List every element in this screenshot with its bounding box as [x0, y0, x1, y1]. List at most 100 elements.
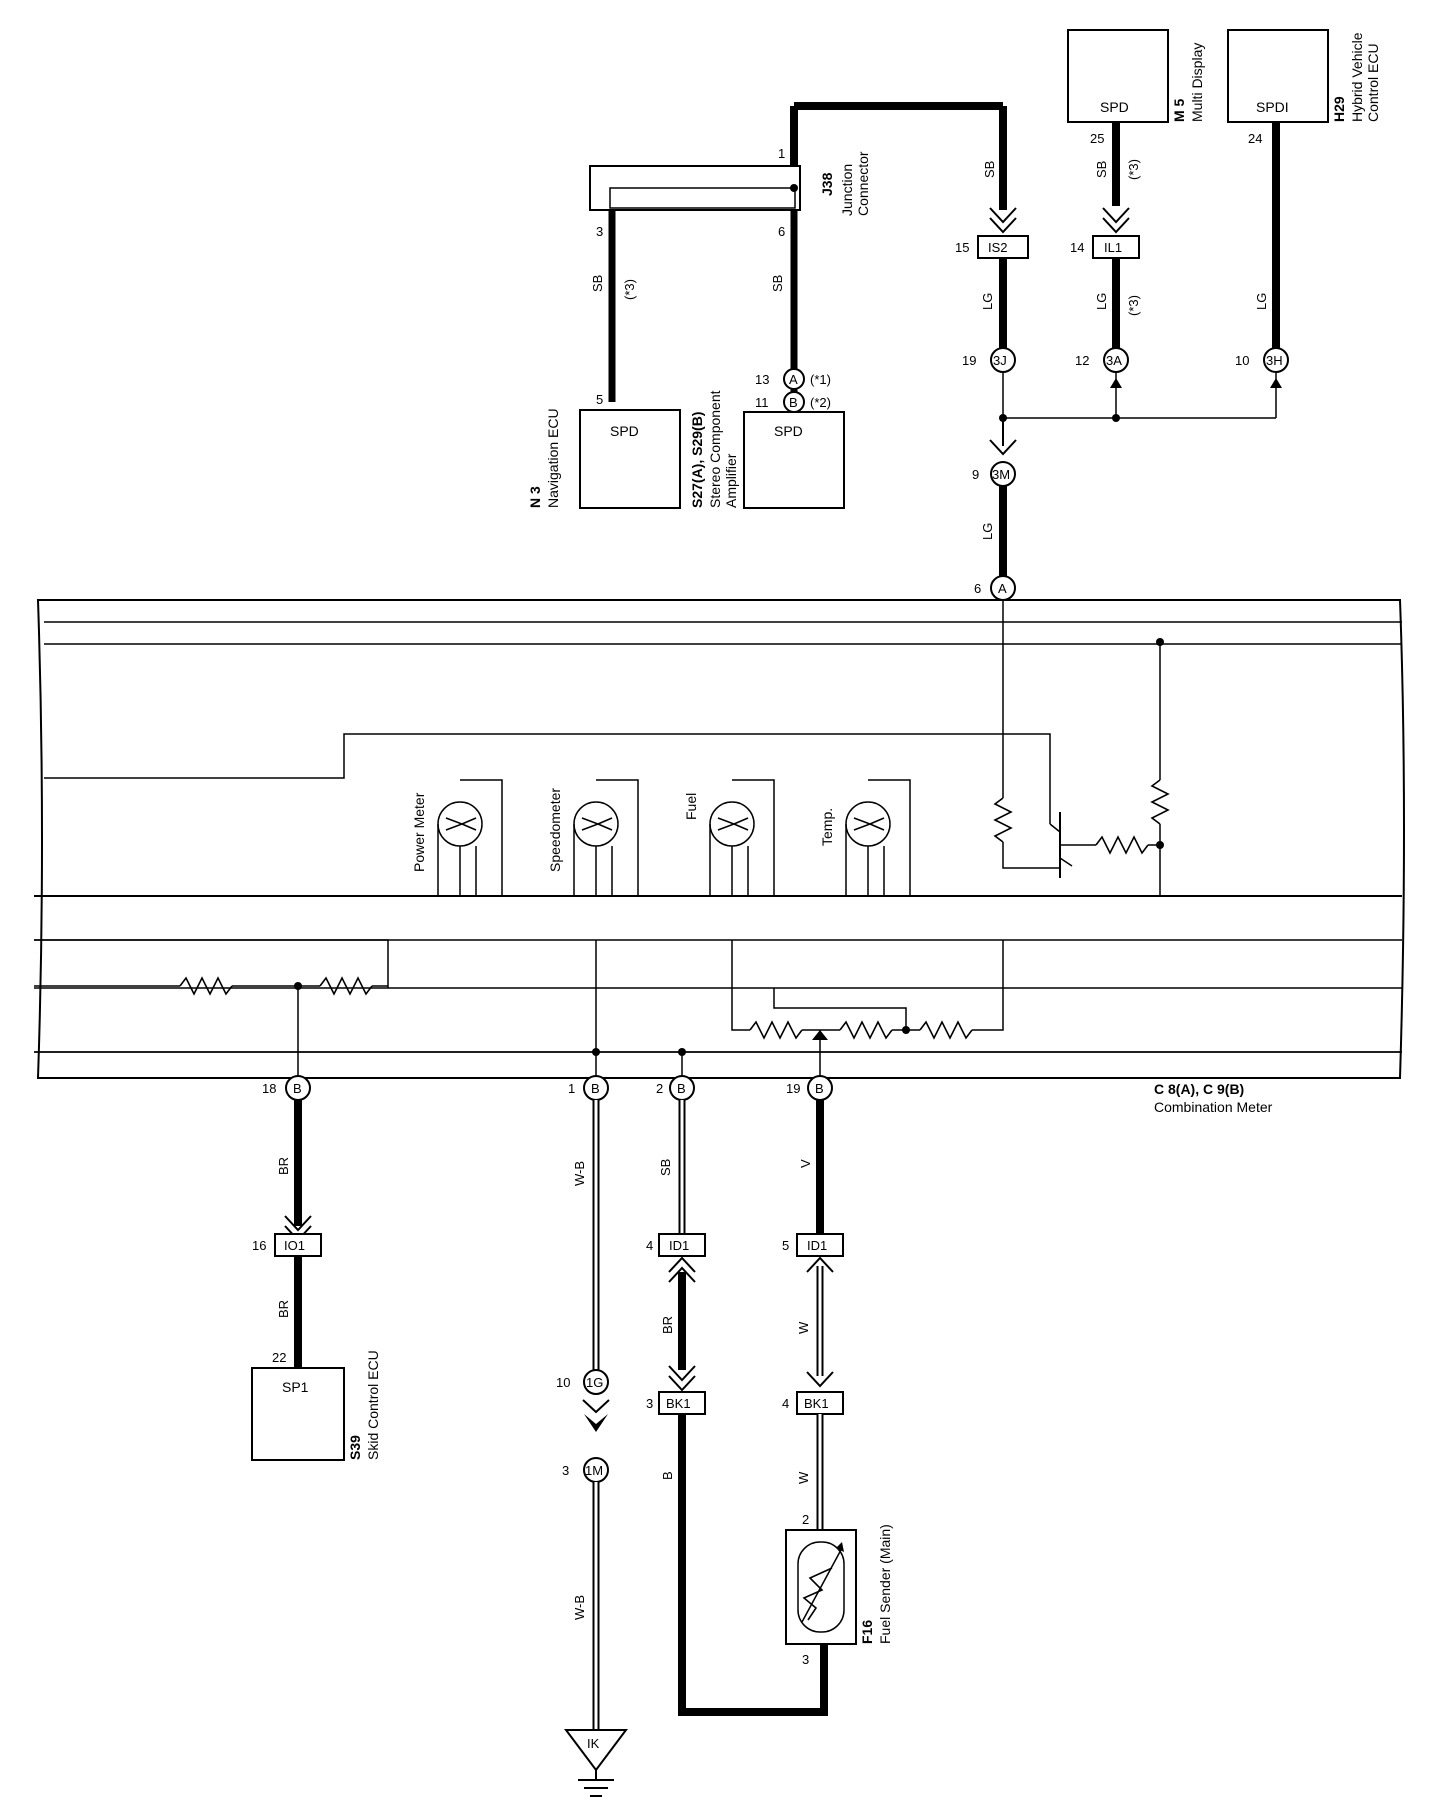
s39-terminal: SP1 [282, 1379, 309, 1395]
wire-color-b: B [660, 1471, 675, 1480]
wire-color-sb-m5: SB [1094, 161, 1109, 178]
hybrid-vehicle-control-ecu: SPDI 24 H29 Hybrid Vehicle Control ECU [1227, 29, 1381, 146]
s39-name: Skid Control ECU [365, 1350, 381, 1460]
wire-color-w-2: W [796, 1471, 811, 1484]
wire-color-sb-2: SB [658, 1159, 673, 1176]
gauge-fuel: Fuel [683, 779, 775, 896]
combo-b1-label: B [591, 1081, 600, 1096]
wire-color-lg-is2: LG [980, 293, 995, 310]
j38-pin-1: 1 [778, 146, 785, 161]
is2-connector: IS2 15 [955, 235, 1029, 259]
3a-label: 3A [1106, 353, 1122, 368]
is2-pin-15: 15 [955, 240, 969, 255]
h29-terminal: SPDI [1256, 99, 1289, 115]
combo-name: Combination Meter [1154, 1099, 1273, 1115]
n3-terminal: SPD [610, 423, 639, 439]
combo-b19-label: B [815, 1081, 824, 1096]
bk1b-pin-4: 4 [782, 1396, 789, 1411]
combo-conn-b-1: B 1 [568, 1075, 609, 1101]
f16-name: Fuel Sender (Main) [877, 1524, 893, 1644]
combo-conn-b-2: B 2 [656, 1052, 695, 1101]
is2-label: IS2 [988, 240, 1008, 255]
h29-id: H29 [1331, 96, 1347, 122]
navigation-ecu: 5 SPD N 3 Navigation ECU [527, 392, 681, 509]
combination-meter: Power Meter Speedometer Fuel [34, 599, 1405, 1115]
wire-color-br-1: BR [276, 1157, 291, 1175]
id1a-pin-4: 4 [646, 1238, 653, 1253]
n3-pin-5: 5 [596, 392, 603, 407]
combo-a-label: A [998, 581, 1007, 596]
id1b-label: ID1 [807, 1238, 827, 1253]
combo-a-pin-6: 6 [974, 581, 981, 596]
stereo-component-amplifier: A B 13 11 (*1) (*2) SPD S27(A), S29(B) S… [689, 368, 845, 509]
stereo-terminal: SPD [774, 423, 803, 439]
wire-color-w-1: W [796, 1321, 811, 1334]
il1-pin-14: 14 [1070, 240, 1084, 255]
m5-pin-25: 25 [1090, 131, 1104, 146]
bk1b-label: BK1 [804, 1396, 829, 1411]
bk1a-label: BK1 [666, 1396, 691, 1411]
s39-pin-22: 22 [272, 1350, 286, 1365]
id1-connector-a: ID1 4 [646, 1233, 706, 1257]
f16-pin-2: 2 [802, 1512, 809, 1527]
gauge-power-meter: Power Meter [411, 779, 503, 896]
combo-b2-label: B [677, 1081, 686, 1096]
s39-id: S39 [347, 1435, 363, 1460]
stereo-conn-a: A [789, 372, 798, 387]
j38-junction-connector: 1 3 6 J38 Junction Connector [589, 102, 1007, 239]
id1-connector-b: ID1 5 [782, 1233, 844, 1257]
note-m5: (*3) [1126, 159, 1141, 180]
n3-id: N 3 [527, 486, 543, 508]
1g-label: 1G [586, 1375, 603, 1390]
combo-b18-label: B [293, 1081, 302, 1096]
combo-pin-19: 19 [786, 1081, 800, 1096]
ground-ik: IK [564, 1729, 628, 1797]
fuel-sender: 2 3 F16 Fuel Sender (Main) [785, 1512, 893, 1667]
combo-conn-b-19: B 19 [786, 1075, 833, 1101]
3j-pin-19: 19 [962, 353, 976, 368]
gauge-label-fuel: Fuel [683, 793, 699, 820]
j38-pin-3: 3 [596, 224, 603, 239]
skid-control-ecu: 22 SP1 S39 Skid Control ECU [251, 1350, 381, 1461]
bk1a-pin-3: 3 [646, 1396, 653, 1411]
combo-pin-1: 1 [568, 1081, 575, 1096]
stereo-name-2: Amplifier [723, 453, 739, 508]
connector-3a: 3A 12 [1075, 347, 1129, 373]
1g-pin-10: 10 [556, 1375, 570, 1390]
connector-1m: 1M 3 [562, 1457, 609, 1483]
stereo-note-2: (*2) [810, 395, 831, 410]
stereo-conn-b: B [789, 395, 798, 410]
3m-pin-9: 9 [972, 467, 979, 482]
3h-pin-10: 10 [1235, 353, 1249, 368]
m5-id: M 5 [1171, 98, 1187, 122]
wire-color-lg-il1: LG [1094, 293, 1109, 310]
multi-display: SPD 25 M 5 Multi Display [1067, 29, 1205, 146]
id1b-pin-5: 5 [782, 1238, 789, 1253]
skid-input-resistor-network [34, 939, 389, 1078]
m5-terminal: SPD [1100, 99, 1129, 115]
wire-color-sb-n3: SB [590, 275, 605, 292]
wire-color-sb-stereo: SB [770, 275, 785, 292]
stereo-note-1: (*1) [810, 372, 831, 387]
combo-conn-b-18: B 18 [262, 1075, 311, 1101]
f16-id: F16 [859, 1620, 875, 1644]
io1-connector: IO1 16 [252, 1233, 322, 1257]
combo-pin-2: 2 [656, 1081, 663, 1096]
wire-color-sb-top: SB [982, 161, 997, 178]
j38-name-1: Junction [839, 164, 855, 216]
wire-color-br-2: BR [276, 1300, 291, 1318]
combo-pin-18: 18 [262, 1081, 276, 1096]
stereo-pin-11: 11 [755, 395, 769, 410]
gauge-label-temp: Temp. [819, 808, 835, 846]
connector-3h: 3H 10 [1235, 347, 1289, 373]
io1-pin-16: 16 [252, 1238, 266, 1253]
wire-color-wb-1: W-B [572, 1161, 587, 1186]
gauge-label-power: Power Meter [411, 792, 427, 872]
j38-pin-6: 6 [778, 224, 785, 239]
ground-label: IK [587, 1736, 600, 1751]
wire-color-v: V [798, 1159, 813, 1168]
h29-name-1: Hybrid Vehicle [1349, 32, 1365, 122]
m5-name: Multi Display [1189, 43, 1205, 122]
combo-conn-a: A 6 [974, 575, 1016, 601]
wire-color-lg-main: LG [980, 523, 995, 540]
